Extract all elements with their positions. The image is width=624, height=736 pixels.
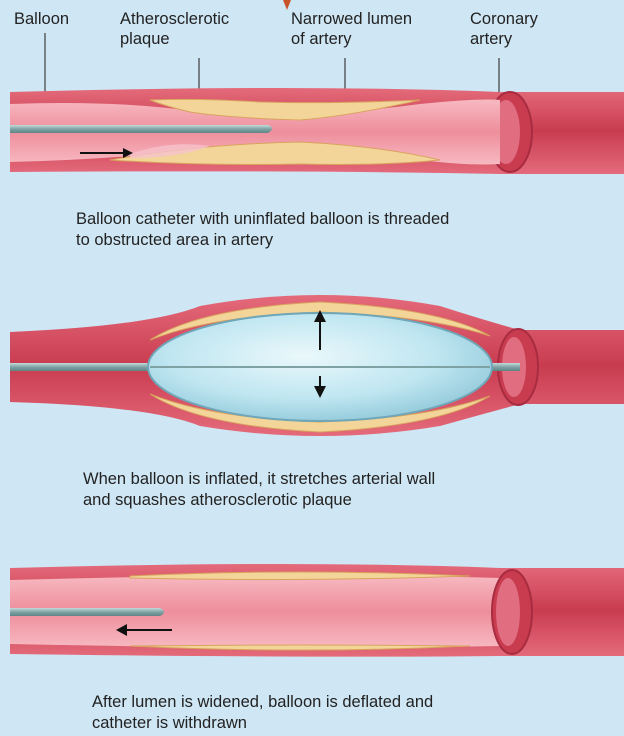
pointer-tip (283, 0, 291, 10)
caption-step-2: When balloon is inflated, it stretches a… (83, 469, 435, 511)
panel-withdrawn (0, 550, 624, 670)
panel-inflated (0, 286, 624, 436)
withdrawn-catheter (10, 608, 164, 616)
panel-uninflated (0, 0, 624, 200)
catheter-left (10, 363, 160, 371)
caption-step-1: Balloon catheter with uninflated balloon… (76, 209, 449, 251)
balloon-catheter (10, 125, 272, 133)
caption-step-3: After lumen is widened, balloon is defla… (92, 692, 433, 734)
